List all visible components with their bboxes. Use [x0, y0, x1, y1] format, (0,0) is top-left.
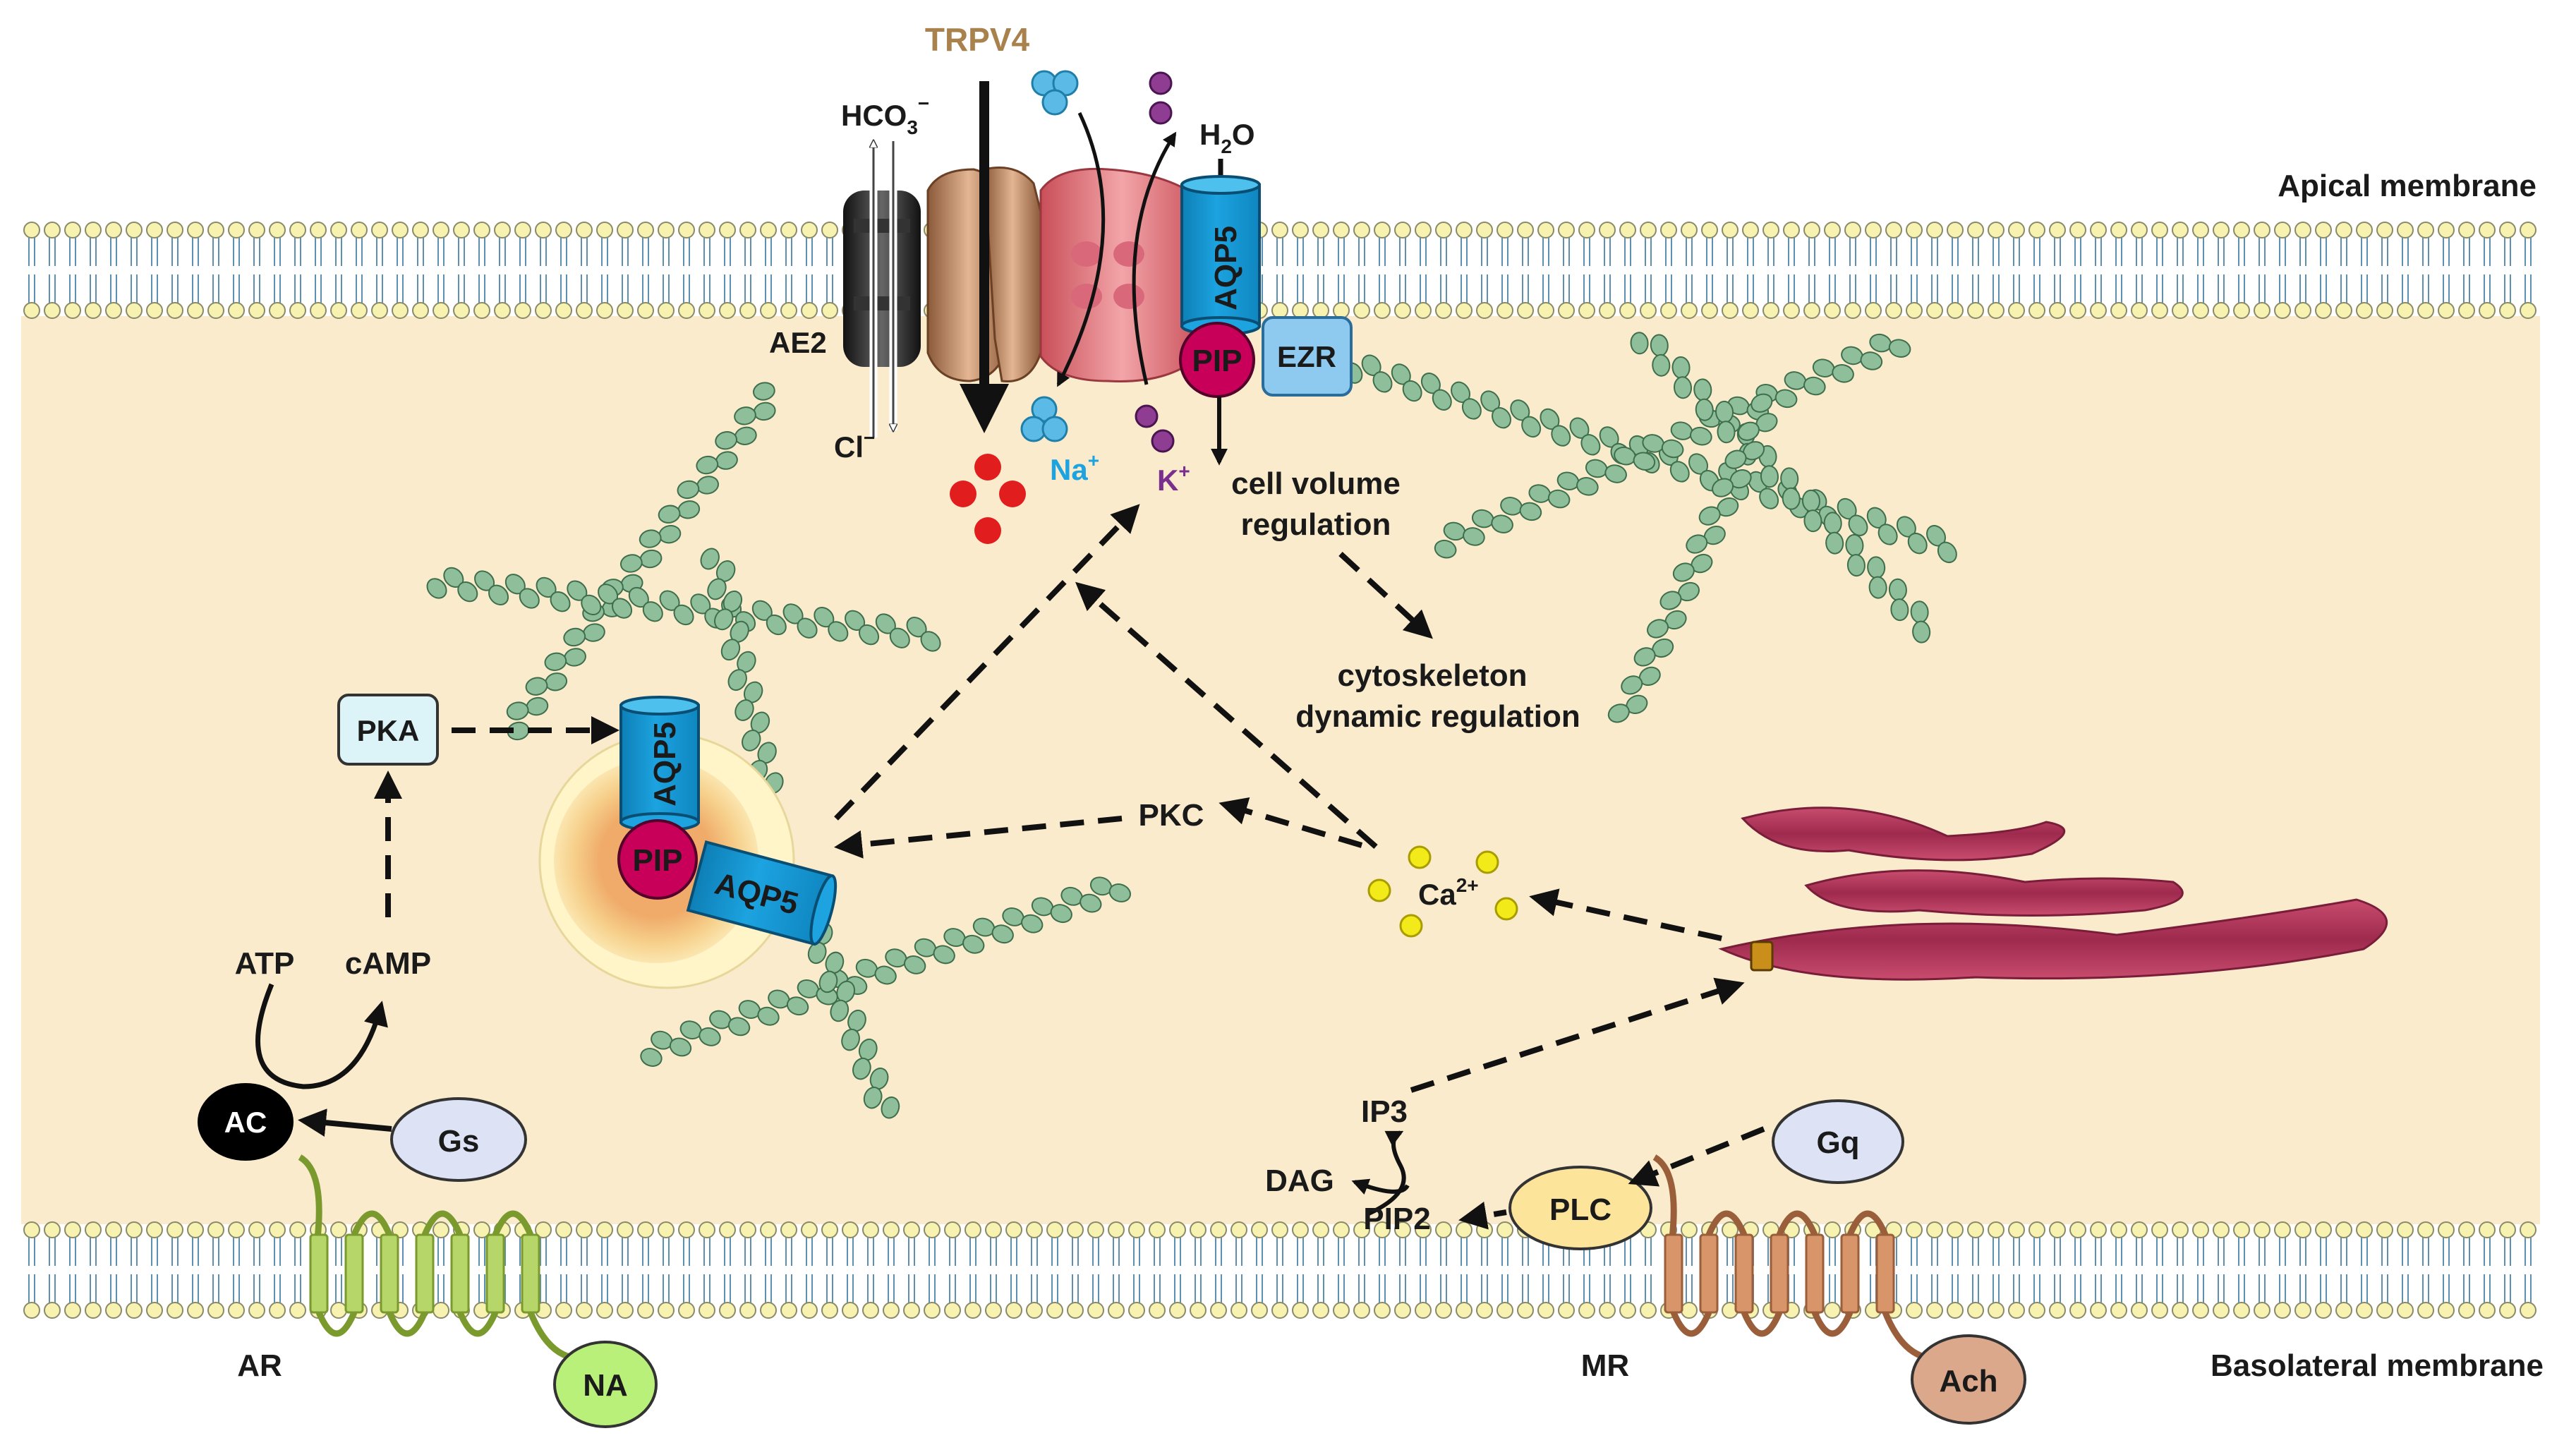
apical-membrane-label: Apical membrane	[2278, 169, 2536, 203]
ar-receptor	[298, 1154, 586, 1362]
actin-filament-6	[426, 567, 941, 652]
pathway-arrows	[374, 504, 1765, 1230]
na-ion-label: Na+	[1050, 449, 1099, 486]
sodium-ions-top	[1031, 70, 1079, 116]
ac-label: AC	[224, 1106, 267, 1139]
cell-volume-label-line2: regulation	[1241, 507, 1391, 542]
ip3-label: IP3	[1361, 1094, 1408, 1129]
er-calcium-channel	[1750, 941, 1774, 972]
ach-ligand-label: Ach	[1939, 1364, 1997, 1398]
pip-apical: PIP	[1179, 322, 1255, 466]
pkc-label: PKC	[1139, 798, 1204, 833]
ae2-label: AE2	[769, 326, 827, 359]
cl-superscript: −	[864, 427, 875, 449]
potassium-ions-top	[1149, 71, 1173, 125]
hco3-label: HCO3−	[841, 92, 929, 138]
gs-node: Gs	[390, 1097, 527, 1182]
atp-label: ATP	[235, 946, 295, 981]
ae2-exchanger	[843, 134, 921, 437]
ca-label: Ca2+	[1418, 874, 1479, 911]
receptors	[298, 1154, 1941, 1362]
arrow-ca-to-na-k	[1075, 581, 1378, 850]
pip-apical-label: PIP	[1192, 344, 1242, 378]
arrow-pkc-to-vesicle	[834, 816, 1123, 859]
dag-label: DAG	[1265, 1164, 1334, 1198]
basolateral-membrane-label: Basolateral membrane	[2211, 1348, 2544, 1383]
actin-filament-2	[1434, 333, 1911, 559]
gs-label: Gs	[438, 1124, 480, 1159]
ezr-box: EZR	[1262, 316, 1353, 397]
gq-node: Gq	[1772, 1099, 1904, 1184]
potassium-ions-bottom	[1135, 404, 1175, 453]
na-ligand-label: NA	[583, 1368, 628, 1403]
k-main: K	[1157, 464, 1178, 497]
endoplasmic-reticulum	[1718, 806, 2388, 981]
ar-label: AR	[237, 1348, 282, 1383]
plc-node: PLC	[1508, 1166, 1652, 1250]
trpv4-label: TRPV4	[925, 21, 1030, 58]
gq-label: Gq	[1816, 1125, 1859, 1160]
cytoskeleton-label-line2: dynamic regulation	[1295, 699, 1580, 734]
sodium-ions-bottom	[1020, 396, 1068, 442]
h2o-h: H	[1199, 118, 1221, 151]
calcium-ions-cytosol	[1367, 845, 1518, 938]
arrow-er-to-ca	[1529, 888, 1722, 941]
actin-filaments	[426, 332, 1957, 1119]
arrow-pip2-to-dag-ip3	[1367, 1130, 1406, 1216]
arrow-to-dag	[1351, 1178, 1410, 1195]
arrow-ca-to-pkc	[1219, 797, 1363, 848]
cell-volume-label-line1: cell volume	[1231, 466, 1401, 501]
kcl-cotransporter	[1039, 111, 1204, 387]
h2o-label: H2O	[1199, 118, 1255, 157]
aqp5-vesicle-label-1: AQP5	[648, 722, 682, 806]
aqp5-apical: AQP5	[1180, 159, 1261, 336]
k-ion-label: K+	[1157, 460, 1190, 497]
arrow-gs-to-ac	[298, 1108, 392, 1137]
basolateral-membrane	[21, 1221, 2540, 1319]
camp-label: cAMP	[345, 946, 431, 981]
actin-filament-3	[1630, 332, 1931, 644]
aqp5-apical-label: AQP5	[1209, 226, 1243, 310]
hco3-main: HCO	[841, 99, 907, 132]
membranes	[21, 222, 2540, 1319]
cytoskeleton-label-line1: cytoskeleton	[1338, 658, 1528, 693]
cytoplasm	[21, 310, 2540, 1228]
trpv4-channel	[926, 81, 1042, 433]
cl-label: Cl−	[834, 427, 875, 464]
apical-membrane	[21, 222, 2540, 319]
arrow-plc-to-pip2	[1458, 1202, 1507, 1230]
hco3-subscript: 3	[907, 116, 918, 138]
pka-label: PKA	[357, 714, 420, 747]
cl-main: Cl	[834, 430, 864, 464]
pka-box: PKA	[337, 694, 439, 766]
pip2-label: PIP2	[1363, 1202, 1430, 1236]
ca-main: Ca	[1418, 878, 1456, 911]
arrow-gq-to-plc	[1628, 1126, 1765, 1187]
actin-filament-4	[1607, 393, 1778, 723]
arrow-vesicle-to-k	[834, 504, 1140, 821]
h2o-subscript: 2	[1221, 135, 1232, 157]
ach-ligand: Ach	[1911, 1334, 2026, 1425]
mr-receptor	[1652, 1154, 1941, 1362]
k-superscript: +	[1178, 460, 1190, 482]
pip-vesicle-label: PIP	[633, 843, 683, 878]
calcium-ions-trpv4	[950, 454, 1026, 544]
ezr-label: EZR	[1277, 340, 1336, 373]
mr-label: MR	[1581, 1348, 1629, 1383]
actin-filament-8	[640, 876, 1131, 1067]
arrow-ip3-to-er	[1410, 977, 1745, 1093]
arrow-cellvolume-to-cytoskeleton	[1338, 552, 1433, 639]
plc-label: PLC	[1549, 1192, 1611, 1227]
arrow-atp-to-camp	[255, 983, 388, 1089]
aqp5-vesicle: AQP5 AQP5 PIP	[538, 696, 837, 989]
ac-node: AC	[198, 1083, 294, 1161]
na-superscript: +	[1088, 449, 1099, 471]
hco3-superscript: −	[918, 92, 929, 114]
na-ligand: NA	[553, 1341, 658, 1428]
na-main: Na	[1050, 453, 1088, 486]
ca-superscript: 2+	[1456, 874, 1479, 896]
h2o-o: O	[1232, 118, 1255, 151]
